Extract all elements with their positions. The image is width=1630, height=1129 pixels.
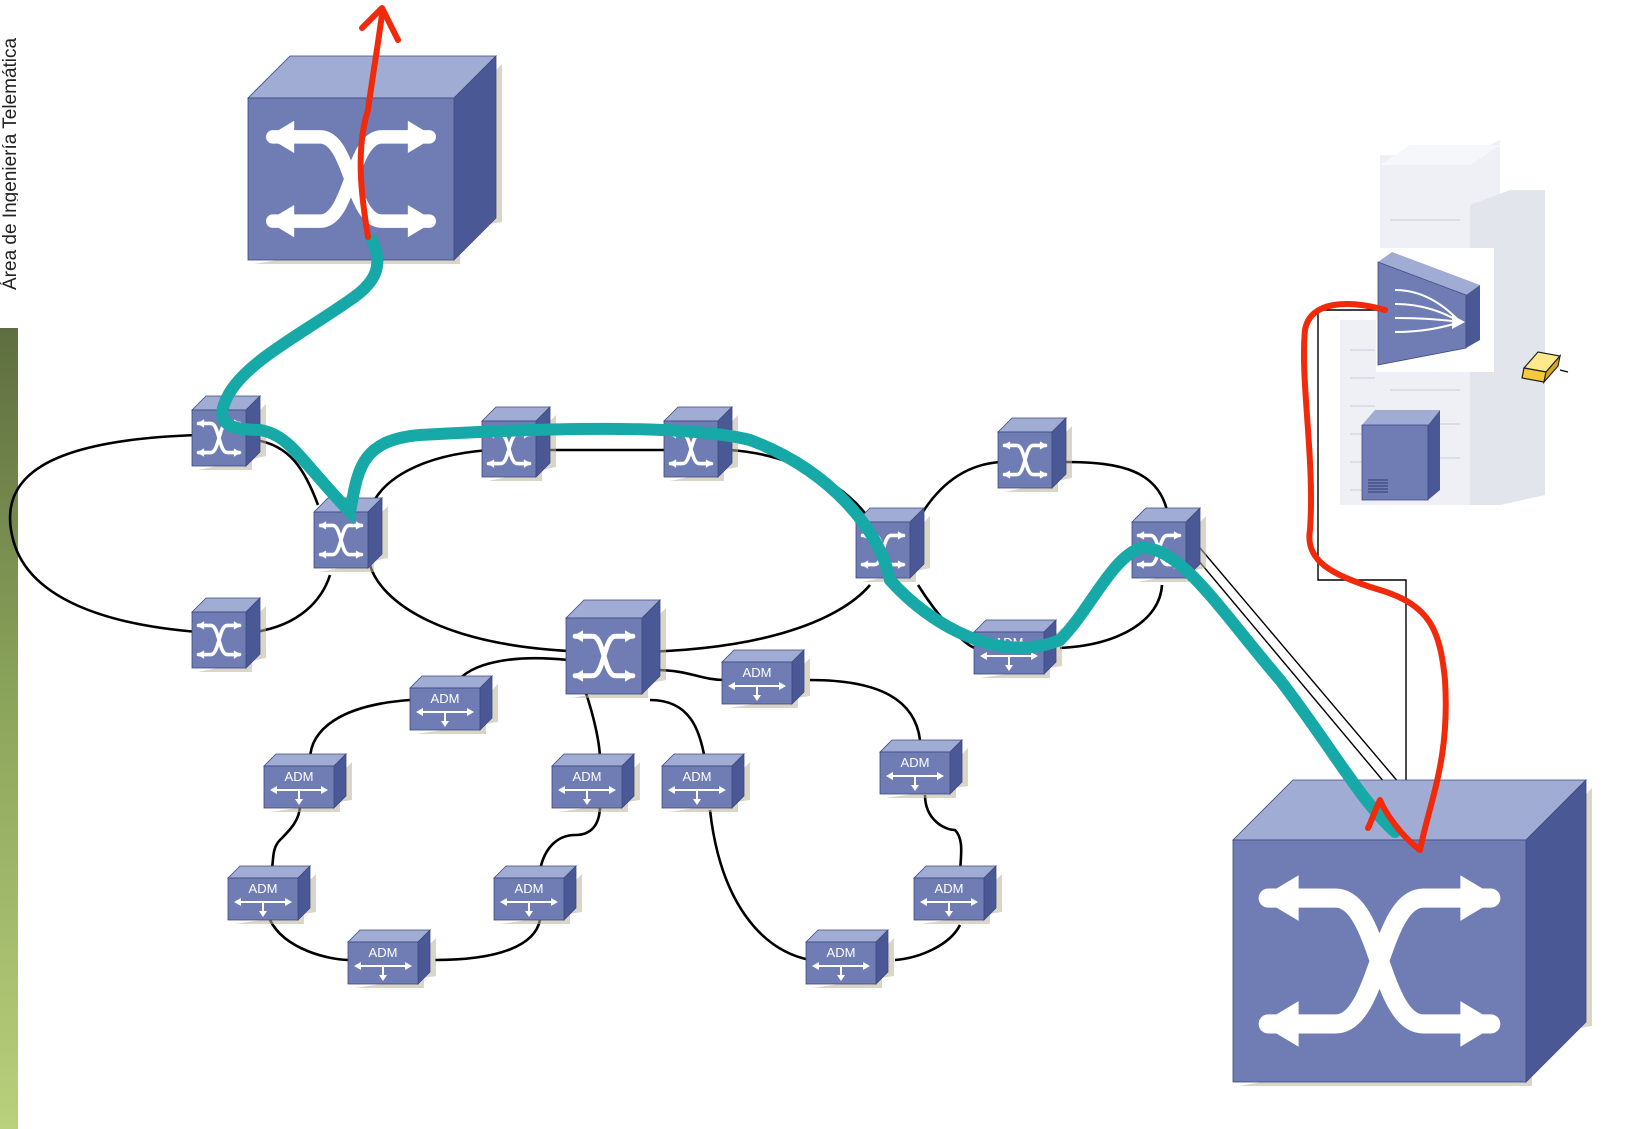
adm-label: ADM (369, 945, 398, 960)
core-crossconnect-bottom-right (1232, 779, 1592, 1086)
access-multiplexer (1377, 252, 1480, 366)
link-19 (809, 678, 922, 741)
adm-1: ADM (409, 675, 498, 734)
adm-2: ADM (263, 753, 352, 812)
adm-6: ADM (493, 865, 582, 924)
link-13 (268, 804, 302, 876)
link-23 (649, 698, 707, 761)
ring-crossconnect-5 (663, 406, 738, 481)
link-17 (583, 689, 602, 761)
link-14 (268, 919, 351, 962)
adm-label: ADM (743, 665, 772, 680)
adm-8: ADM (721, 649, 810, 708)
link-0 (8, 433, 199, 634)
sidebar-accent-bar (0, 328, 18, 1129)
adm-7: ADM (347, 929, 436, 988)
link-24 (1199, 547, 1406, 791)
link-21 (894, 924, 962, 962)
adm-label: ADM (431, 691, 460, 706)
adm-4: ADM (661, 753, 750, 812)
link-4 (368, 448, 491, 511)
ring-crossconnect-2 (191, 597, 266, 672)
core-crossconnect-top (247, 55, 502, 264)
adm-11: ADM (805, 929, 894, 988)
link-12 (308, 698, 411, 761)
link-10 (1059, 584, 1164, 650)
adm-label: ADM (285, 769, 314, 784)
adm-label: ADM (573, 769, 602, 784)
adm-3: ADM (551, 753, 640, 812)
adm-5: ADM (227, 865, 316, 924)
adm-10: ADM (913, 865, 1002, 924)
ring-crossconnect-4 (481, 406, 556, 481)
hub-crossconnect (565, 599, 666, 698)
ring-crossconnect-7 (997, 417, 1072, 492)
secondary-path-arrow (359, 5, 401, 43)
adm-label: ADM (901, 755, 930, 770)
ring-crossconnect-3 (313, 497, 388, 572)
link-29 (1559, 369, 1569, 373)
adm-label: ADM (515, 881, 544, 896)
secondary-path-access (1300, 301, 1449, 853)
link-20 (923, 794, 963, 876)
link-26 (1317, 310, 1407, 790)
adm-label: ADM (827, 945, 856, 960)
primary-path (216, 234, 1401, 838)
ring-crossconnect-6 (855, 507, 930, 582)
adm-label: ADM (935, 881, 964, 896)
link-1 (254, 574, 332, 634)
link-8 (1064, 460, 1170, 516)
link-22 (708, 809, 811, 962)
customer-router (1521, 351, 1562, 385)
adm-label: ADM (683, 769, 712, 784)
link-7 (916, 460, 1001, 521)
adm-9: ADM (879, 739, 968, 798)
link-25 (1197, 559, 1396, 796)
link-16 (538, 804, 602, 871)
customer-server (1361, 410, 1440, 501)
paths-layer (216, 5, 1449, 853)
secondary-path-top (357, 11, 385, 240)
link-15 (434, 919, 542, 962)
adm-label: ADM (249, 881, 278, 896)
